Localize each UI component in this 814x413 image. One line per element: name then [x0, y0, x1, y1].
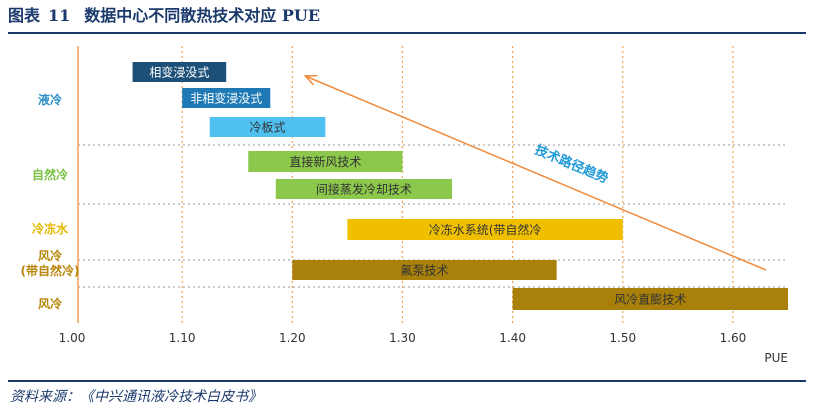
- group-label: 自然冷: [32, 167, 68, 182]
- range-bar: [512, 288, 788, 310]
- bar-label: 间接蒸发冷却技术: [316, 182, 412, 197]
- figure-number: 11: [48, 6, 71, 25]
- x-tick-label: 1.60: [720, 331, 747, 345]
- trend-label: 技术路径趋势: [532, 142, 610, 187]
- x-tick-label: 1.00: [59, 331, 86, 345]
- range-bar: [347, 219, 623, 240]
- group-label: 液冷: [38, 92, 62, 107]
- x-axis-title: PUE: [764, 351, 788, 365]
- group-label: 风冷: [38, 296, 62, 311]
- range-bar: [292, 260, 557, 280]
- title-rule: [8, 32, 806, 34]
- x-tick-label: 1.20: [279, 331, 306, 345]
- group-label: (带自然冷): [21, 263, 80, 278]
- figure-title-text: 数据中心不同散热技术对应 PUE: [84, 6, 321, 25]
- x-tick-label: 1.30: [389, 331, 416, 345]
- trend-arrow-line: [305, 75, 767, 271]
- x-tick-label: 1.40: [499, 331, 526, 345]
- range-bar: [275, 179, 453, 199]
- bar-label: 非相变浸没式: [190, 91, 262, 106]
- x-tick-label: 1.50: [609, 331, 636, 345]
- range-bar: [209, 117, 326, 137]
- x-tick-label: 1.10: [169, 331, 196, 345]
- bar-label: 氟泵技术: [400, 264, 448, 278]
- bar-label: 相变浸没式: [149, 65, 209, 80]
- range-bar: [248, 151, 403, 172]
- figure-label: 图表: [8, 6, 41, 25]
- bar-label: 风冷直膨技术: [614, 293, 686, 307]
- group-label: 冷冻水: [32, 221, 69, 236]
- source-note: 资料来源：《中兴通讯液冷技术白皮书》: [10, 389, 262, 405]
- range-bar: [132, 62, 227, 82]
- trend-arrowhead: [303, 74, 318, 86]
- bar-label: 冷板式: [250, 121, 286, 135]
- figure-title: 图表 11 数据中心不同散热技术对应 PUE: [8, 4, 320, 28]
- bar-label: 冷冻水系统(带自然冷: [429, 222, 542, 237]
- range-bar: [182, 88, 271, 108]
- group-label: 风冷: [38, 248, 62, 263]
- source-rule: [8, 380, 806, 382]
- bar-label: 直接新风技术: [289, 154, 361, 169]
